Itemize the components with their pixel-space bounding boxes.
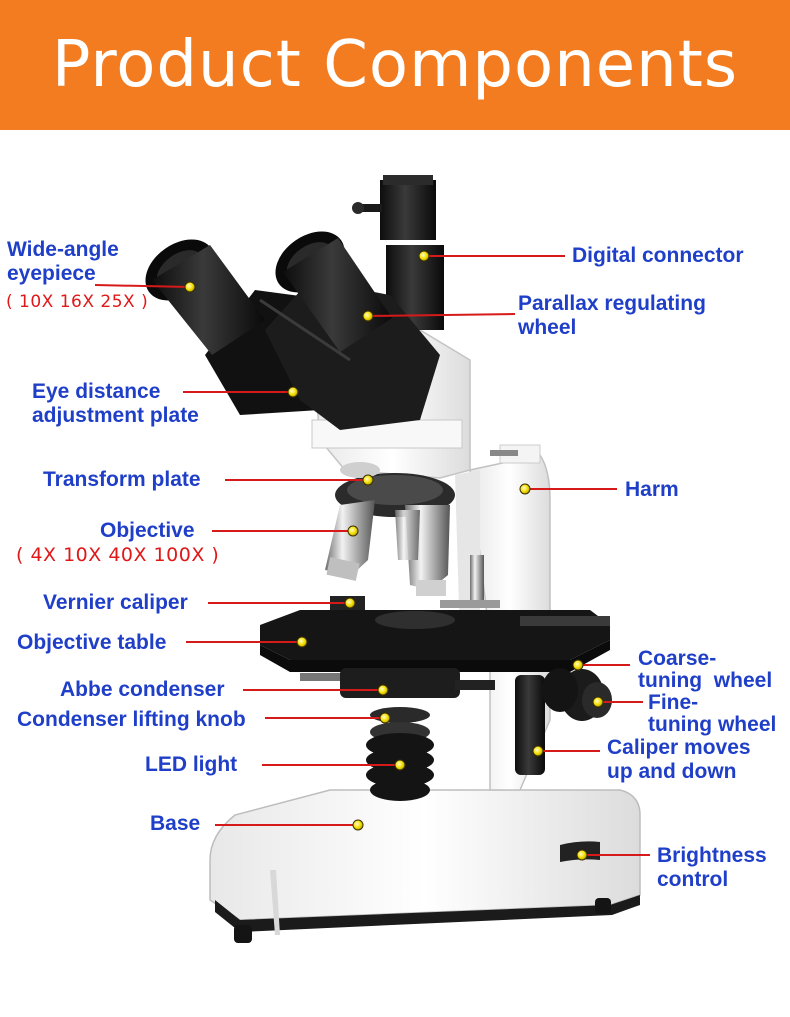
label-vernier-caliper: Vernier caliper [43,591,188,614]
leader-brightness-marker-dot [576,849,588,861]
label-condenser-knob: Condenser lifting knob [17,708,246,731]
leader-parallax-marker-dot [362,310,374,322]
label-parallax-wheel: Parallax regulating wheel [518,292,706,339]
leader-base-marker-dot [352,819,364,831]
page-title: Product Components [51,28,739,102]
label-digital-connector: Digital connector [572,244,744,267]
label-led-light: LED light [145,753,238,776]
leader-objective-marker-dot [347,525,359,537]
leader-digital-connector-marker-dot [418,250,430,262]
spec-eyepiece: ( 10X 16X 25X ) [6,292,149,312]
objective-lenses [325,500,450,596]
label-transform-plate: Transform plate [43,468,201,491]
led-lamp [366,722,434,801]
header-banner [0,0,790,130]
label-wide-angle-eyepiece: Wide-angle eyepiece [7,238,119,286]
label-harm: Harm [625,478,679,501]
label-abbe-condenser: Abbe condenser [60,678,225,701]
leader-parallax-line [367,313,516,317]
stage [260,555,610,672]
label-caliper-moves: Caliper moves up and down [607,736,751,783]
label-coarse-wheel: Coarse- tuning wheel [638,647,773,692]
leader-harm-marker-dot [519,483,531,495]
label-fine-wheel: Fine- tuning wheel [648,691,777,736]
leader-eyepiece-line [94,284,191,288]
leader-condenser-knob-marker-dot [379,712,391,724]
leader-coarse-marker-dot [572,659,584,671]
leader-led-marker-dot [394,759,406,771]
eyepiece-left [145,239,265,355]
label-eye-distance-plate: Eye distance adjustment plate [32,380,199,427]
leader-vernier-marker-dot [344,597,356,609]
leader-transform-plate-marker-dot [362,474,374,486]
label-base: Base [150,812,201,835]
eyepiece-right [275,231,392,352]
leader-objective-table-marker-dot [296,636,308,648]
spec-objective: ( 4X 10X 40X 100X ) [16,544,220,566]
leader-caliper-moves-marker-dot [532,745,544,757]
leader-fine-marker-dot [592,696,604,708]
leader-eyepiece-marker-dot [184,281,196,293]
label-brightness-control: Brightness control [657,844,767,891]
label-objective: Objective [100,519,195,542]
label-text: Wide-angle eyepiece [7,238,119,285]
leader-eye-distance-marker-dot [287,386,299,398]
leader-abbe-marker-dot [377,684,389,696]
label-objective-table: Objective table [17,631,167,654]
